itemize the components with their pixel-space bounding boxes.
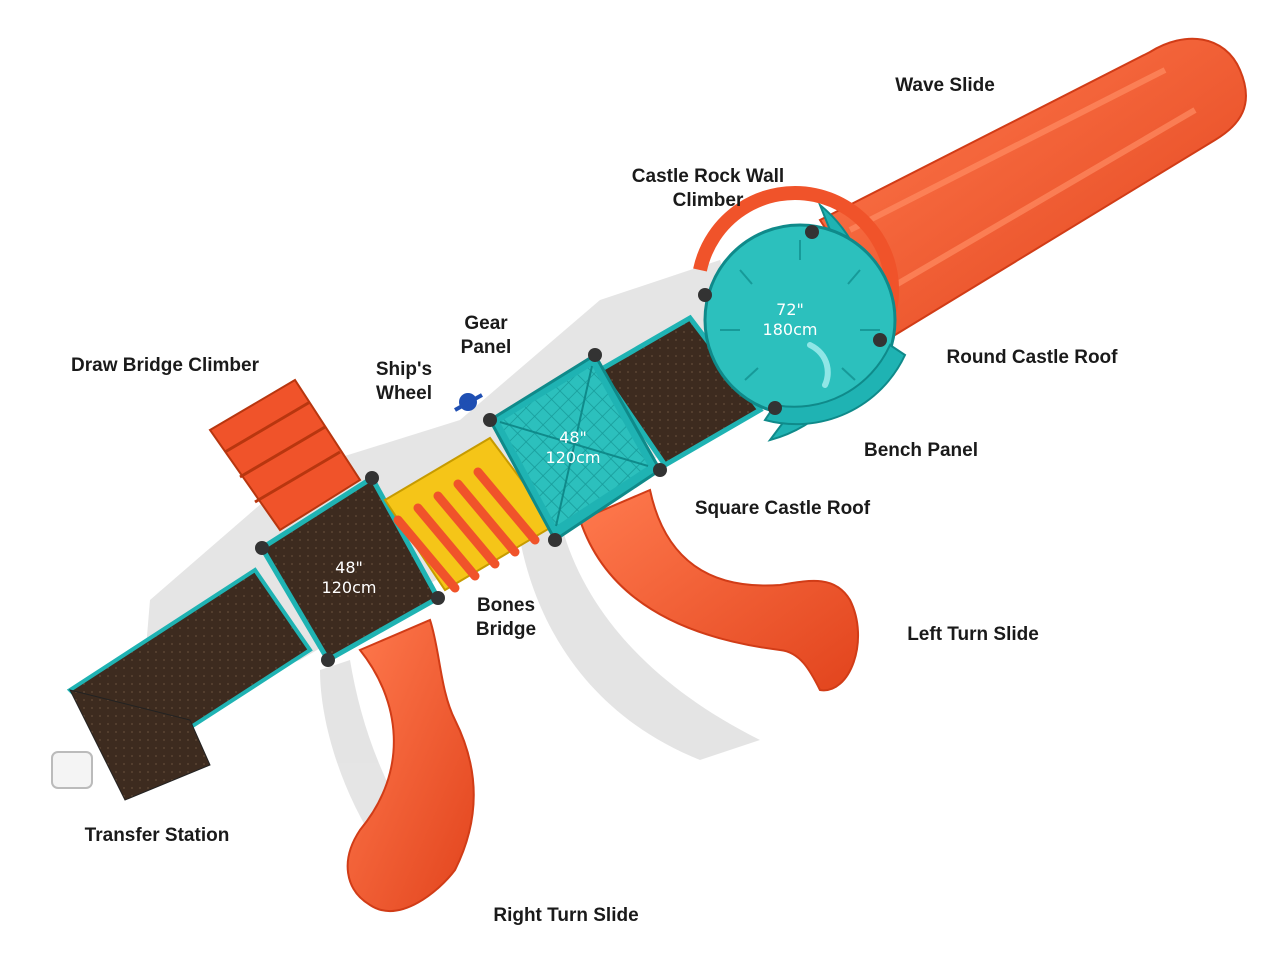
castle-rock-wall-climber-label: Castle Rock Wall Climber (608, 165, 808, 213)
wave-slide-label: Wave Slide (895, 75, 995, 96)
round-castle-roof-label: Round Castle Roof (946, 347, 1118, 368)
walkway-left (66, 567, 313, 801)
bench-panel-label: Bench Panel (863, 440, 979, 461)
right-turn-slide-label: Right Turn Slide (493, 905, 639, 926)
square-deck-dimension: 48" 120cm (513, 428, 633, 468)
left-turn-slide (578, 488, 859, 692)
ships-label-line1: Ship's (375, 359, 433, 380)
gear-label-line2: Panel (460, 337, 512, 358)
left-deck-cm: 120cm (321, 578, 377, 597)
bones-bridge-label: Bones Bridge (456, 594, 556, 642)
right-turn-slide (346, 618, 475, 912)
left-turn-slide-label: Left Turn Slide (907, 624, 1039, 645)
gear-panel-label: Gear Panel (436, 312, 536, 360)
deck-posts (255, 225, 887, 667)
bones-label-line1: Bones (476, 595, 536, 616)
bones-label-line2: Bridge (475, 619, 537, 640)
left-deck-inches: 48" (335, 558, 363, 577)
castle-rock-label-line1: Castle Rock Wall (631, 166, 785, 187)
draw-bridge-climber-label: Draw Bridge Climber (71, 355, 259, 376)
square-castle-roof (488, 352, 662, 543)
square-castle-roof-label: Square Castle Roof (694, 498, 871, 519)
square-deck-inches: 48" (559, 428, 587, 447)
ships-wheel-icon (454, 393, 483, 412)
wave-slide (818, 37, 1247, 337)
round-deck-inches: 72" (776, 300, 804, 319)
walkway-middle (596, 314, 764, 469)
ships-label-line2: Wheel (376, 383, 432, 404)
castle-rock-label-line2: Climber (672, 190, 744, 211)
round-deck-cm: 180cm (762, 320, 818, 339)
bones-bridge (383, 436, 557, 593)
round-deck-dimension: 72" 180cm (730, 300, 850, 340)
square-deck-cm: 120cm (545, 448, 601, 467)
draw-bridge-climber (208, 378, 362, 532)
transfer-station (51, 751, 93, 789)
transfer-station-label: Transfer Station (84, 825, 230, 846)
gear-label-line1: Gear (464, 313, 508, 334)
bench-panel (763, 343, 907, 426)
ships-wheel-label: Ship's Wheel (354, 358, 454, 406)
left-deck-dimension: 48" 120cm (289, 558, 409, 598)
